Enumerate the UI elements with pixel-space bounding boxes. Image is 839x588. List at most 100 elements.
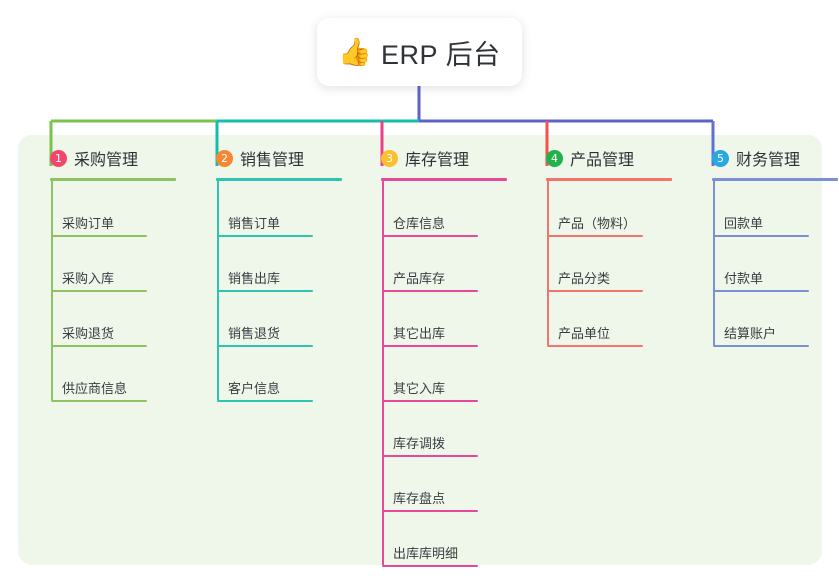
leaf-item[interactable]: 库存盘点 [361,460,521,515]
leaf-label: 销售出库 [228,271,281,286]
leaf-list: 采购订单采购入库采购退货供应商信息 [30,181,190,405]
branch-number-badge: 1 [50,149,67,167]
branch-title: 销售管理 [240,152,305,169]
leaf-spine [713,181,715,345]
leaf-underline [547,290,643,292]
leaf-underline [217,235,313,237]
leaf-underline [217,290,313,292]
leaf-list: 仓库信息产品库存其它出库其它入库库存调拨库存盘点出库库明细 [361,181,521,570]
branch-column-5: 5 财务管理回款单付款单结算账户 [692,146,839,350]
leaf-item[interactable]: 结算账户 [692,295,839,350]
leaf-underline [382,235,478,237]
leaf-item[interactable]: 客户信息 [196,350,356,405]
leaf-underline [217,345,313,347]
leaf-label: 库存调拨 [393,436,446,451]
branch-header-underline [712,178,838,181]
leaf-item[interactable]: 供应商信息 [30,350,190,405]
branch-header-underline [546,178,672,181]
branch-column-1: 1 采购管理采购订单采购入库采购退货供应商信息 [30,146,190,405]
leaf-underline [382,455,478,457]
leaf-item[interactable]: 其它出库 [361,295,521,350]
leaf-label: 客户信息 [228,381,281,396]
leaf-item[interactable]: 采购订单 [30,185,190,240]
branch-header-underline [216,178,342,181]
root-node-title: ERP 后台 [381,39,501,70]
leaf-item[interactable]: 付款单 [692,240,839,295]
leaf-item[interactable]: 出库库明细 [361,515,521,570]
branch-header-3[interactable]: 3 库存管理 [361,146,521,170]
leaf-item[interactable]: 销售退货 [196,295,356,350]
leaf-item[interactable]: 采购入库 [30,240,190,295]
leaf-label: 采购订单 [62,216,115,231]
leaf-label: 采购退货 [62,326,115,341]
leaf-underline [547,345,643,347]
leaf-item[interactable]: 产品（物料） [526,185,686,240]
leaf-label: 仓库信息 [393,216,446,231]
leaf-underline [217,400,313,402]
leaf-item[interactable]: 产品分类 [526,240,686,295]
leaf-underline [51,235,147,237]
leaf-item[interactable]: 产品库存 [361,240,521,295]
leaf-item[interactable]: 销售出库 [196,240,356,295]
leaf-label: 其它入库 [393,381,446,396]
leaf-underline [51,400,147,402]
branch-number-badge: 3 [381,149,398,167]
leaf-underline [382,290,478,292]
leaf-underline [51,290,147,292]
leaf-underline [382,510,478,512]
leaf-label: 供应商信息 [62,381,128,396]
branches-background-panel [18,135,822,565]
leaf-item[interactable]: 回款单 [692,185,839,240]
leaf-underline [382,400,478,402]
branch-column-4: 4 产品管理产品（物料） 产品分类产品单位 [526,146,686,350]
leaf-list: 产品（物料） 产品分类产品单位 [526,181,686,350]
leaf-underline [713,235,809,237]
leaf-list: 回款单付款单结算账户 [692,181,839,350]
branch-title: 采购管理 [74,152,139,169]
branch-column-3: 3 库存管理仓库信息产品库存其它出库其它入库库存调拨库存盘点出库库明细 [361,146,521,570]
leaf-label: 销售退货 [228,326,281,341]
leaf-label: 销售订单 [228,216,281,231]
leaf-underline [713,345,809,347]
leaf-label: 回款单 [724,216,764,231]
branch-column-2: 2 销售管理销售订单销售出库销售退货客户信息 [196,146,356,405]
branch-header-underline [381,178,507,181]
leaf-item[interactable]: 库存调拨 [361,405,521,460]
leaf-label: 出库库明细 [393,546,459,561]
leaf-underline [382,565,478,567]
leaf-item[interactable]: 产品单位 [526,295,686,350]
branch-title: 库存管理 [405,152,470,169]
branch-header-5[interactable]: 5 财务管理 [692,146,839,170]
leaf-label: 库存盘点 [393,491,446,506]
leaf-item[interactable]: 销售订单 [196,185,356,240]
branch-header-underline [50,178,176,181]
thumbs-up-icon: 👍 [338,36,373,67]
leaf-spine [547,181,549,345]
leaf-item[interactable]: 仓库信息 [361,185,521,240]
leaf-spine [382,181,384,565]
branch-header-4[interactable]: 4 产品管理 [526,146,686,170]
branch-title: 财务管理 [736,152,801,169]
leaf-underline [547,235,643,237]
branch-number-badge: 4 [546,149,563,167]
leaf-item[interactable]: 其它入库 [361,350,521,405]
leaf-label: 产品分类 [558,271,611,286]
leaf-label: 产品库存 [393,271,446,286]
branch-title: 产品管理 [570,152,635,169]
leaf-item[interactable]: 采购退货 [30,295,190,350]
leaf-underline [51,345,147,347]
leaf-label: 产品（物料） [558,216,637,231]
branch-header-1[interactable]: 1 采购管理 [30,146,190,170]
root-node-card[interactable]: 👍 ERP 后台 [317,18,522,86]
branch-number-badge: 2 [216,149,233,167]
leaf-underline [382,345,478,347]
leaf-label: 结算账户 [724,326,777,341]
leaf-label: 付款单 [724,271,764,286]
branch-number-badge: 5 [712,149,729,167]
branch-header-2[interactable]: 2 销售管理 [196,146,356,170]
leaf-label: 采购入库 [62,271,115,286]
leaf-underline [713,290,809,292]
leaf-label: 产品单位 [558,326,611,341]
leaf-list: 销售订单销售出库销售退货客户信息 [196,181,356,405]
